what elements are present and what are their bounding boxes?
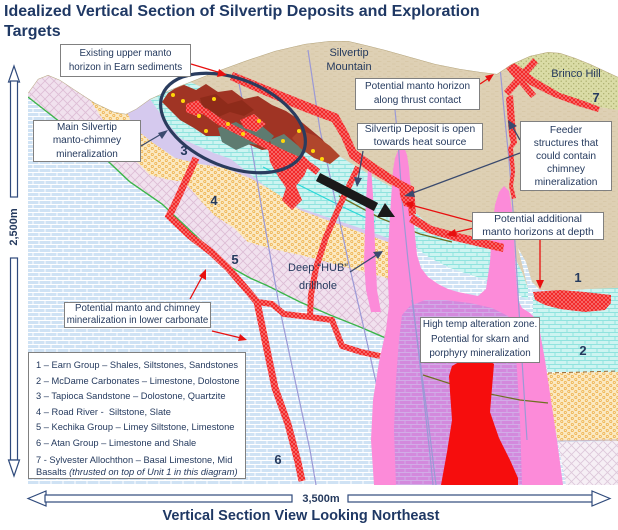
svg-text:6: 6 — [274, 452, 281, 467]
svg-text:7: 7 — [592, 90, 599, 105]
svg-text:drillhole: drillhole — [299, 280, 337, 292]
svg-text:Deep “HUB”: Deep “HUB” — [288, 262, 348, 274]
svg-text:3: 3 — [180, 143, 187, 158]
svg-text:4: 4 — [210, 193, 218, 208]
svg-text:5: 5 — [231, 252, 238, 267]
svg-text:Mountain: Mountain — [326, 61, 371, 73]
svg-text:1: 1 — [574, 270, 581, 285]
svg-text:Silvertip: Silvertip — [329, 47, 368, 59]
svg-text:2: 2 — [579, 343, 586, 358]
svg-text:Brinco Hill: Brinco Hill — [551, 68, 601, 80]
